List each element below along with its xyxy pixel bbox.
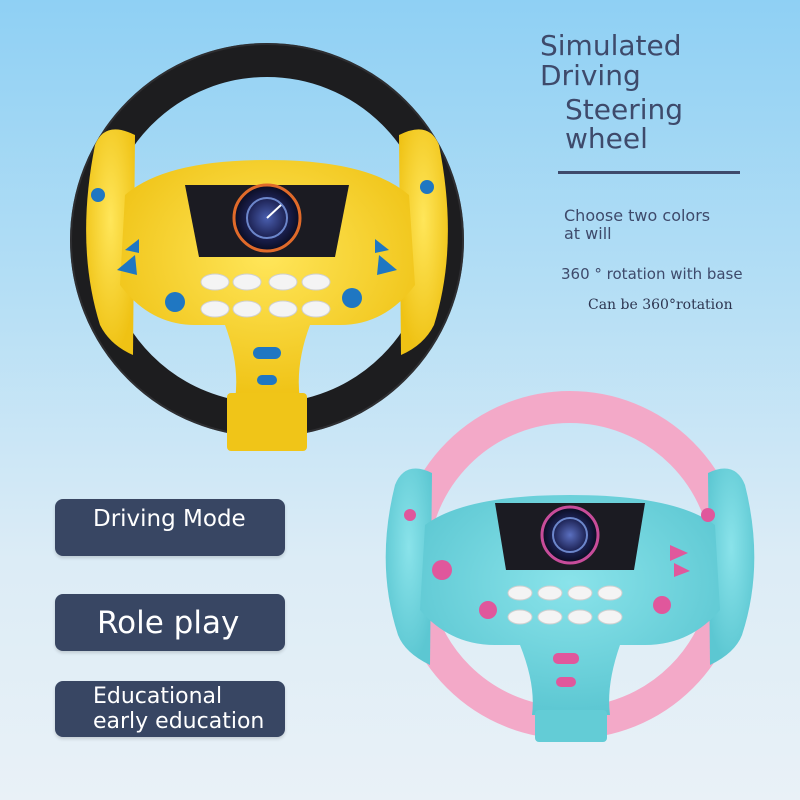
feature-rotation-base: 360 ° rotation with base [561,265,743,283]
badge-educational-label: Educational early education [93,684,265,734]
heading-line-4: wheel [565,122,648,155]
badge-role-play-label: Role play [97,604,240,641]
badge-role-play: Role play [55,594,285,651]
heading-line-1: Simulated [540,29,682,62]
yellow-steering-wheel [70,43,464,451]
heading-line-2: Driving [540,59,641,92]
heading-line-3: Steering [565,93,684,126]
feature-colors-line-2: at will [564,224,612,243]
badge-driving-mode-label: Driving Mode [93,505,246,532]
pink-steering-wheel [385,391,755,742]
heading-divider [558,171,740,174]
badge-driving-mode: Driving Mode [55,499,285,556]
feature-colors-line-1: Choose two colors [564,206,711,225]
feature-rotation-360: Can be 360°rotation [588,297,733,313]
badge-educational: Educational early education [55,681,285,737]
